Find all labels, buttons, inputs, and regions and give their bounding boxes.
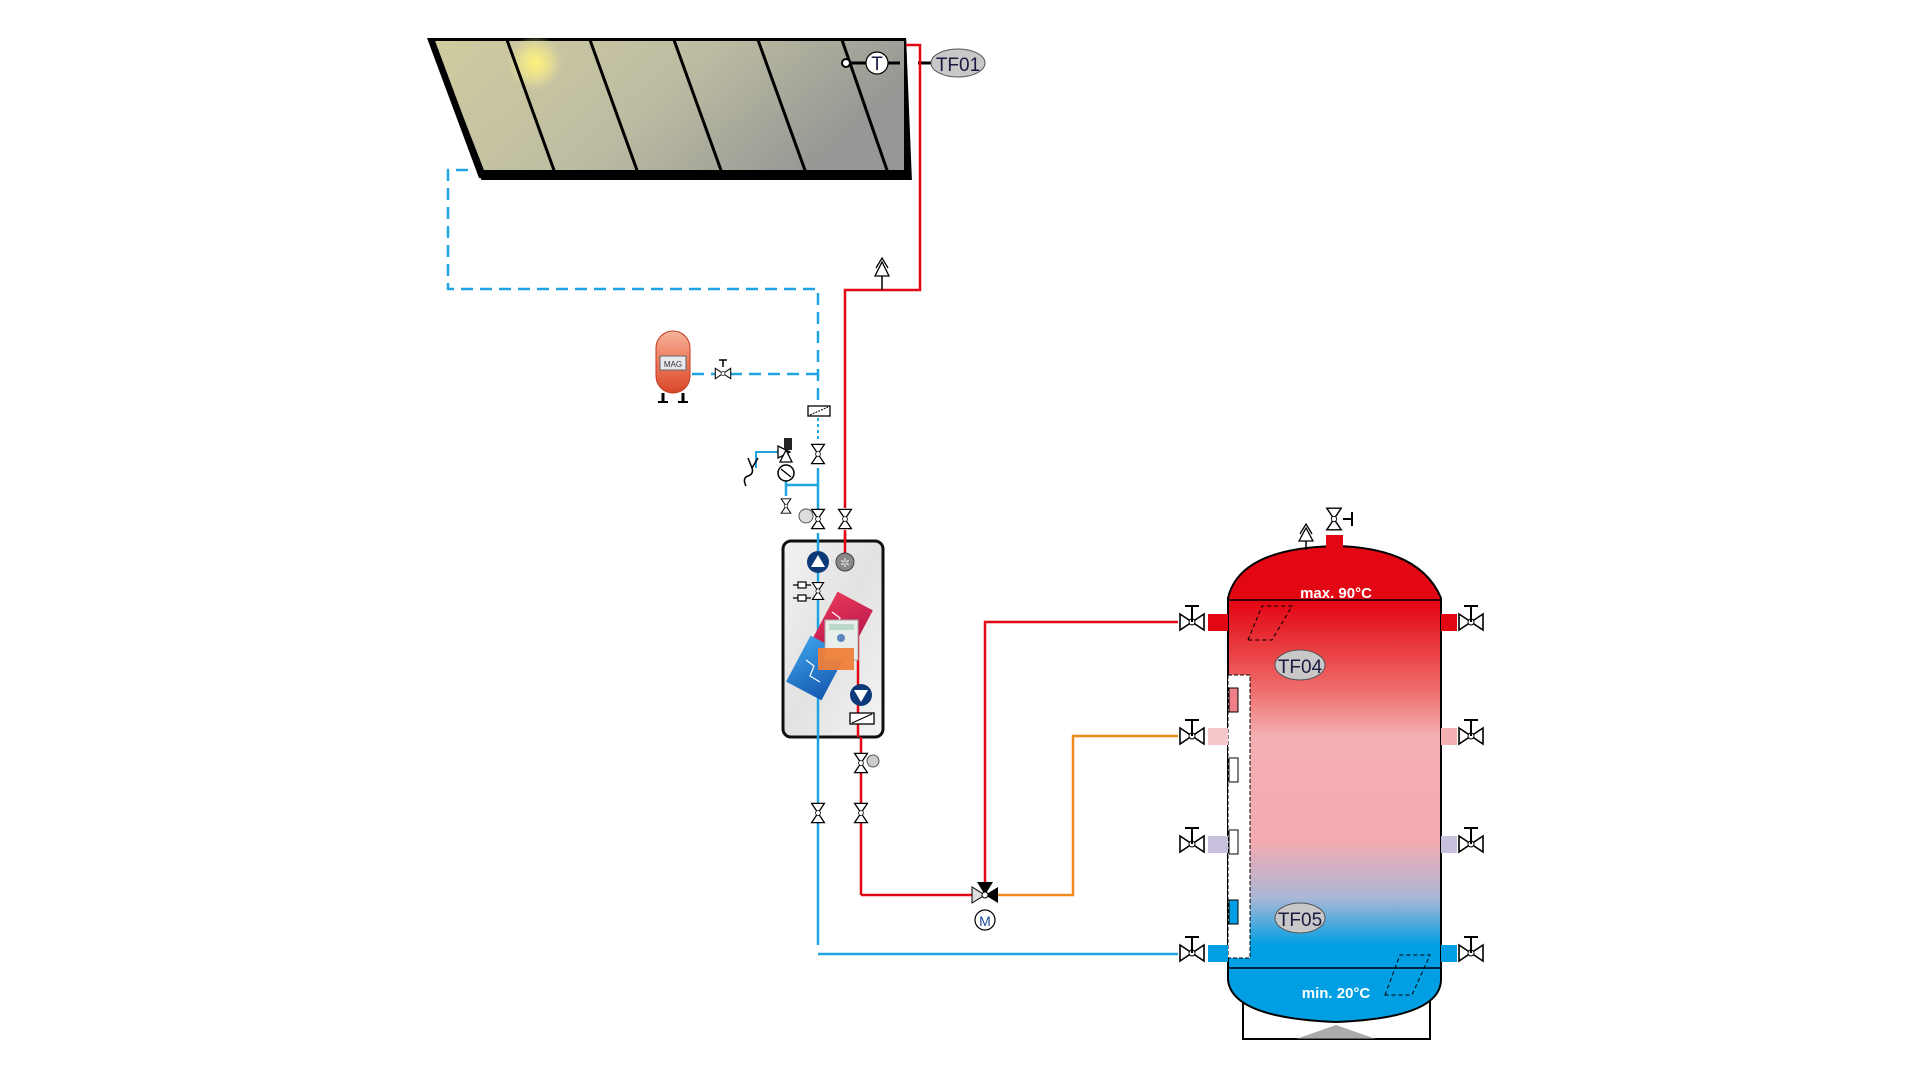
three-way-mixing-valve[interactable]: M (971, 882, 998, 931)
tank-top-valve[interactable] (1325, 507, 1343, 531)
supply-shutoff-valve[interactable] (837, 508, 853, 530)
sensor-tf04-badge[interactable] (1274, 649, 1326, 681)
collector-panel-dividers (505, 39, 890, 174)
sensor-symbol: T (871, 54, 883, 75)
tank-min-temp-label: min. 20°C (1302, 985, 1371, 1002)
stratification-tube (1227, 674, 1251, 959)
solar-station[interactable]: ✲ (781, 533, 885, 739)
upper-coil-icon (1247, 605, 1293, 641)
station-fill-ports[interactable] (793, 581, 811, 602)
return-shutoff-valve-2[interactable] (810, 508, 826, 530)
expansion-vessel[interactable]: MAG (655, 330, 691, 403)
lower-coil-icon (1384, 954, 1431, 996)
collector-frame-bottom (478, 172, 912, 180)
thermometer-icon (866, 754, 880, 768)
sensor-tf04-label: TF04 (1278, 657, 1323, 678)
expansion-vessel-label: MAG (664, 360, 682, 369)
svg-text:✲: ✲ (840, 556, 850, 570)
tank-top-port (1326, 535, 1343, 552)
supply-thermo-valve[interactable] (853, 752, 869, 774)
tank-left-connections (1208, 614, 1228, 962)
sensor-tf05-label: TF05 (1278, 910, 1322, 931)
vessel-shutoff-valve[interactable] (714, 359, 732, 380)
sensor-tf05-badge[interactable] (1274, 902, 1326, 934)
motor-icon (974, 909, 996, 931)
tank-air-vent-icon (1297, 522, 1315, 550)
supply-shutoff-valve-lower[interactable] (853, 802, 869, 824)
thermometer-icon (798, 508, 814, 524)
mixer-to-tank-mid-pipe (995, 734, 1178, 897)
sensor-tf01-label: TF01 (936, 55, 980, 76)
tank-max-temp-label: max. 90°C (1300, 585, 1372, 602)
fill-drain-valve[interactable] (780, 498, 792, 514)
motor-label: M (979, 913, 991, 929)
collector-sensor: T TF01 (841, 48, 986, 78)
flow-indicator-icon (807, 405, 831, 417)
solar-collector (405, 35, 925, 182)
tank-top-to-mixer-pipe (983, 620, 1178, 895)
sensor-probe-icon (841, 58, 851, 68)
tank-left-valves (1179, 605, 1205, 962)
sensor-tf01-badge[interactable] (930, 48, 986, 78)
solar-controller[interactable] (818, 619, 859, 670)
flow-meter-icon (835, 552, 855, 572)
safety-valve-group[interactable] (743, 438, 795, 487)
return-shutoff-valve-1[interactable] (810, 443, 826, 465)
tank-right-connections (1441, 614, 1457, 962)
solar-return-pipe (446, 168, 820, 412)
return-shutoff-valve-3[interactable] (810, 802, 826, 824)
tank-right-valves (1458, 605, 1484, 962)
safety-spring-icon (784, 438, 792, 450)
air-vent-icon (873, 256, 891, 290)
buffer-tank[interactable]: max. 90°C min. 20°C TF04 TF05 (1227, 544, 1442, 1040)
drain-hose-icon (743, 457, 759, 487)
